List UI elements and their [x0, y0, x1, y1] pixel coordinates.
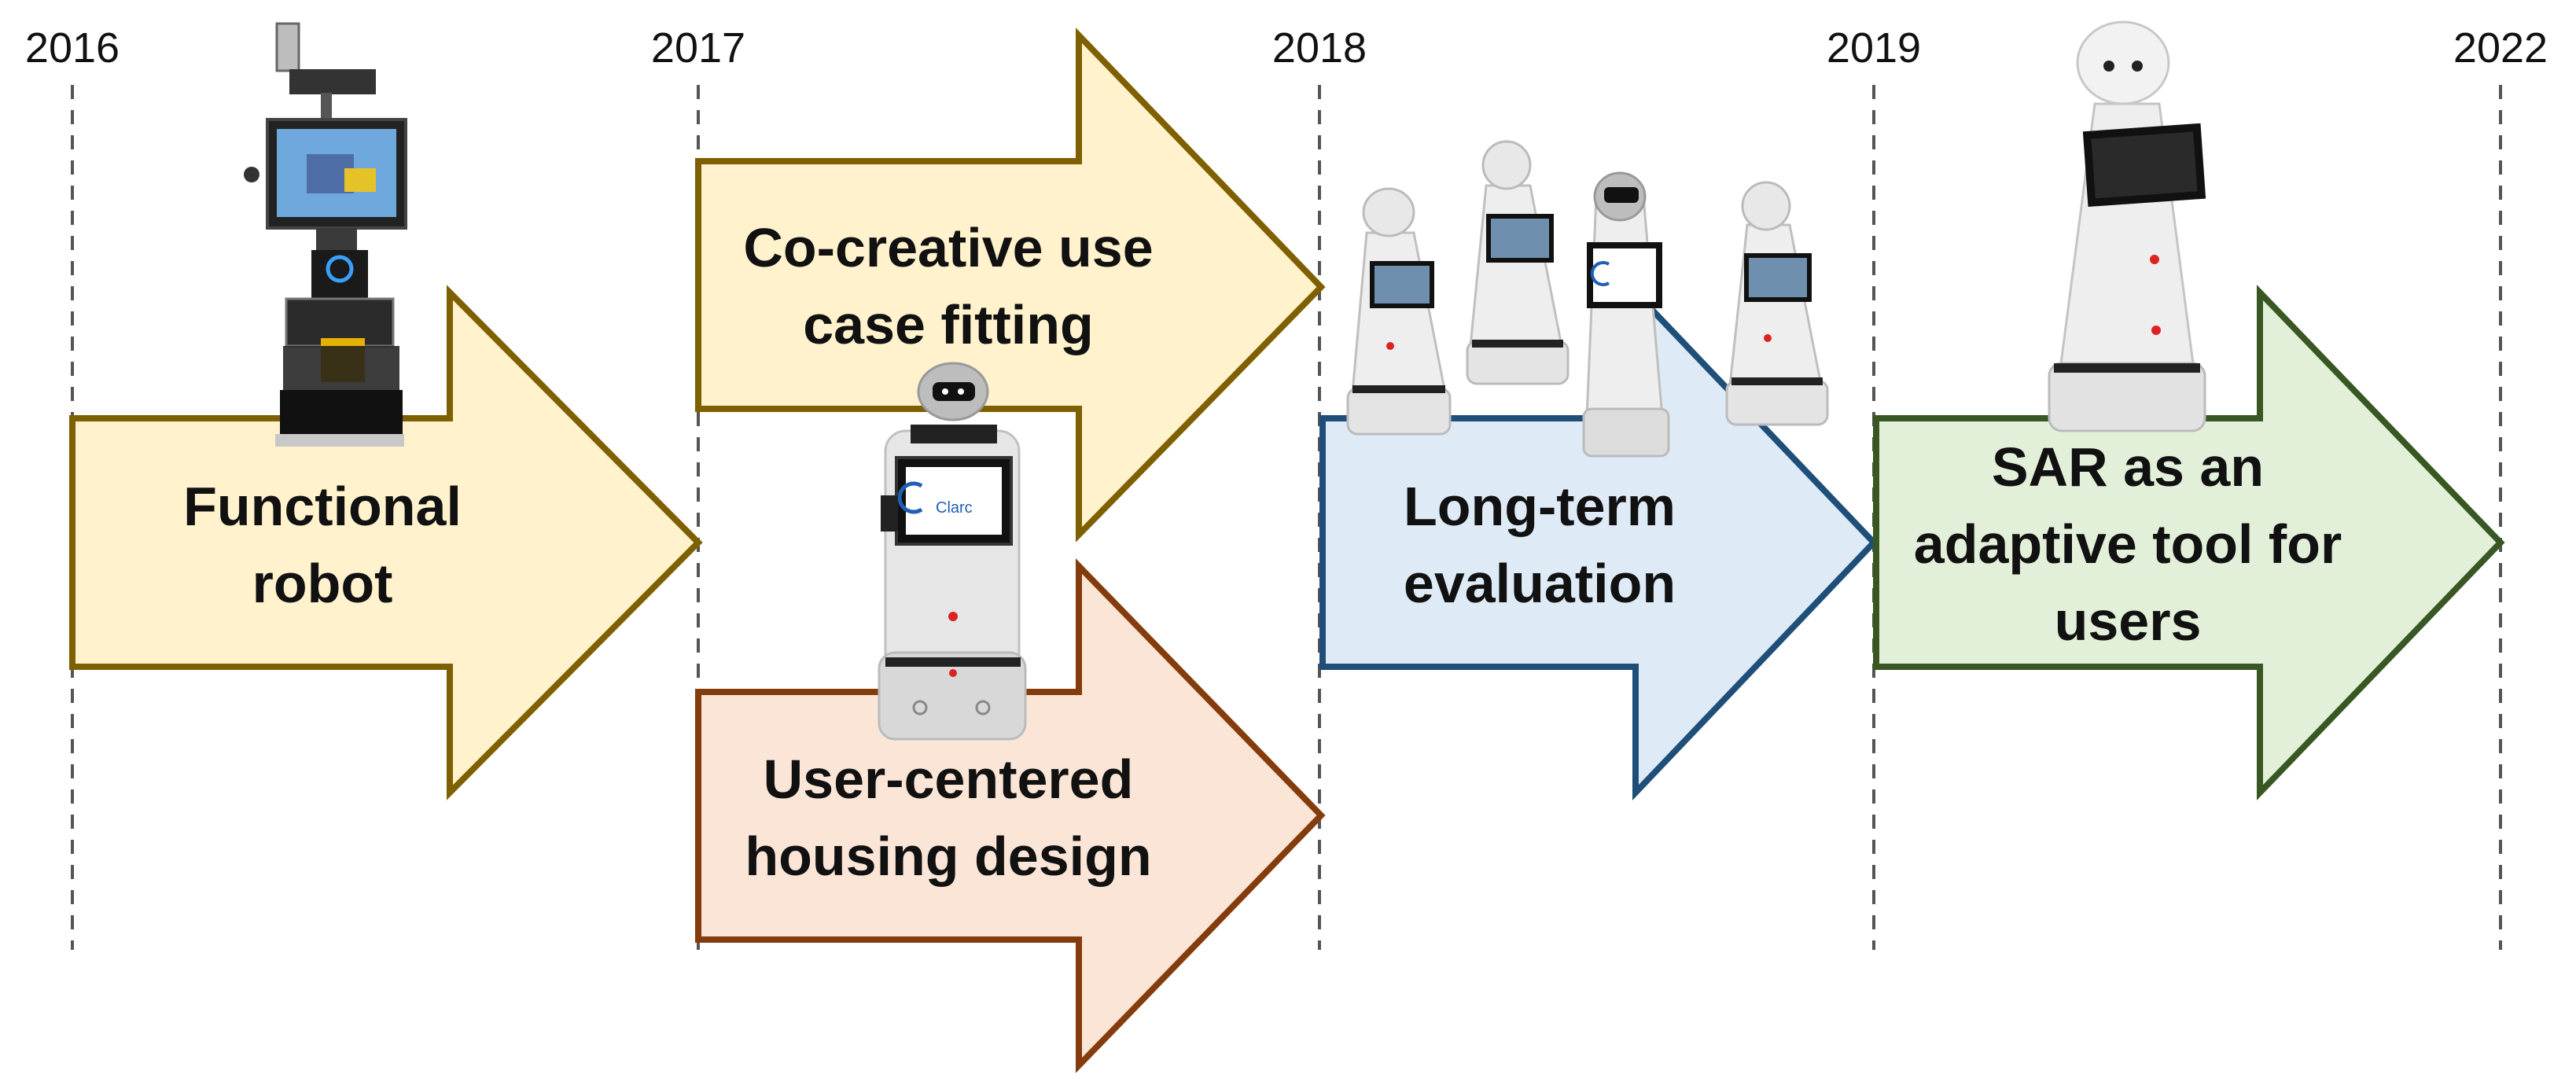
group-robot-2: [1466, 140, 1570, 385]
phase-arrow-functional-robot: [69, 285, 703, 800]
phase-label-user-centered: User-centered housing design: [745, 749, 1152, 887]
phase-label-long-term: Long-term evaluation: [1403, 476, 1676, 614]
year-label-2016: 2016: [24, 24, 120, 72]
phase-label-sar: SAR as an adaptive tool for users: [1913, 436, 2342, 652]
functional-robot-prototype-image: [244, 22, 407, 447]
phase-label-co-creative: Co-creative use case fitting: [743, 217, 1154, 355]
clarc-robot-image: Clarc: [878, 362, 1027, 741]
year-label-2018: 2018: [1271, 24, 1367, 72]
phase-arrow-sar: [1873, 285, 2505, 800]
year-label-2017: 2017: [650, 24, 746, 72]
year-label-2022: 2022: [2453, 24, 2548, 72]
group-robot-4: [1725, 181, 1829, 426]
robot-group-image: [1346, 140, 1829, 458]
phase-label-functional-robot: Functional robot: [183, 476, 462, 614]
group-robot-3: [1582, 171, 1670, 458]
phase-arrow-user-centered: [695, 558, 1326, 1073]
year-label-2019: 2019: [1826, 24, 1922, 72]
phase-arrow-co-creative: [695, 28, 1326, 543]
clarc-logo: Clarc: [936, 499, 973, 517]
sar-robot-image: [2048, 20, 2206, 432]
group-robot-1: [1346, 187, 1452, 436]
